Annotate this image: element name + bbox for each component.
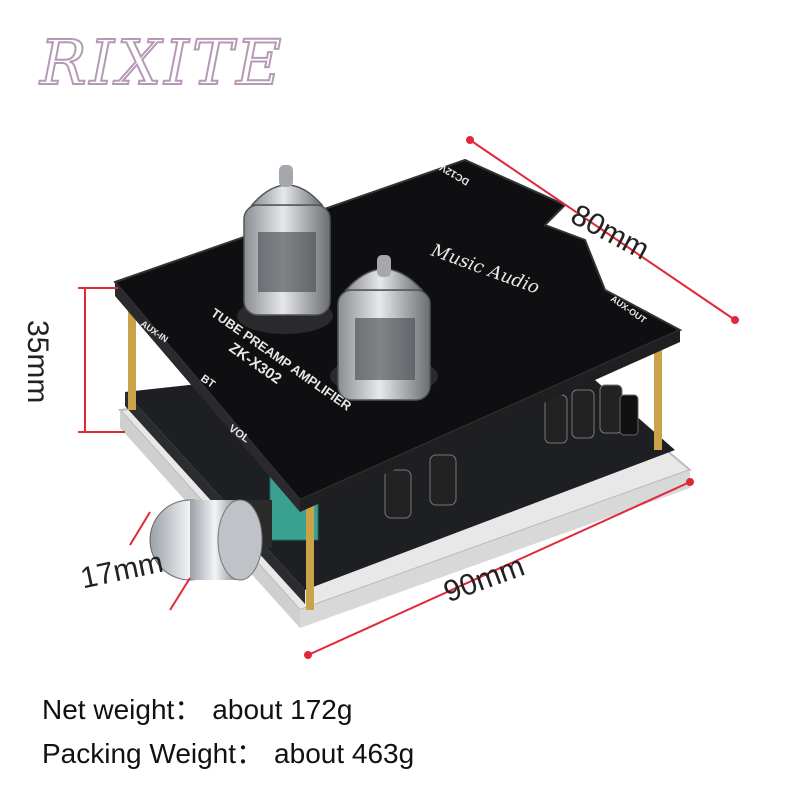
net-weight-value: about 172g <box>212 694 353 725</box>
packing-weight-line: Packing Weight： about 463g <box>42 732 424 776</box>
product-photo: TUBE PREAMP AMPLIFIER ZK-X302 AUX-IN AUX… <box>21 136 739 659</box>
capacitors <box>384 384 639 519</box>
net-weight-label: Net weight： <box>42 694 203 725</box>
packing-weight-value: about 463g <box>274 738 415 769</box>
spec-list: Net weight： about 172g Packing Weight： abo… <box>42 688 424 776</box>
dimension-lines <box>78 136 739 659</box>
net-weight-line: Net weight： about 172g <box>42 688 424 732</box>
brand-logo: RIXITE <box>39 26 285 99</box>
amplifier-illustration: TUBE PREAMP AMPLIFIER ZK-X302 AUX-IN AUX… <box>78 136 739 659</box>
packing-weight-label: Packing Weight： <box>42 738 265 769</box>
standoffs <box>128 300 662 610</box>
volume-knob <box>149 499 272 581</box>
dimension-height-label: 35mm <box>21 320 54 404</box>
vacuum-tube-left <box>237 165 333 334</box>
vacuum-tube-right <box>330 255 438 401</box>
